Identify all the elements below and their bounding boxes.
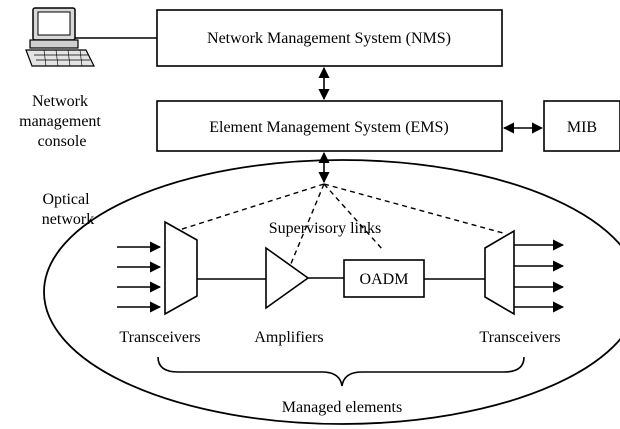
nms-label: Network Management System (NMS) <box>207 30 451 47</box>
ems-label: Element Management System (EMS) <box>209 119 449 136</box>
right-output-arrows <box>514 239 565 313</box>
managed-elements-brace <box>157 356 525 387</box>
computer-icon <box>25 7 95 67</box>
amplifier-icon <box>265 246 310 310</box>
demultiplexer-icon <box>484 229 515 316</box>
oadm-label: OADM <box>360 271 409 288</box>
optical-network-boundary <box>43 159 620 425</box>
transceivers-left-label: Transceivers <box>119 329 200 346</box>
ems-box: Element Management System (EMS) <box>156 100 503 152</box>
console-label: Network management console <box>19 93 105 150</box>
amplifiers-label: Amplifiers <box>254 329 323 346</box>
managed-elements-label: Managed elements <box>282 399 402 416</box>
transceivers-right-label: Transceivers <box>479 329 560 346</box>
optical-network-label: Optical network <box>42 191 94 228</box>
left-input-arrows <box>117 241 162 313</box>
supervisory-links <box>175 183 504 267</box>
oadm-box: OADM <box>343 259 425 298</box>
nms-box: Network Management System (NMS) <box>156 9 503 67</box>
mib-box: MIB <box>543 100 620 152</box>
multiplexer-icon <box>164 220 198 316</box>
supervisory-links-label: Supervisory links <box>269 220 381 237</box>
mib-label: MIB <box>567 119 597 136</box>
